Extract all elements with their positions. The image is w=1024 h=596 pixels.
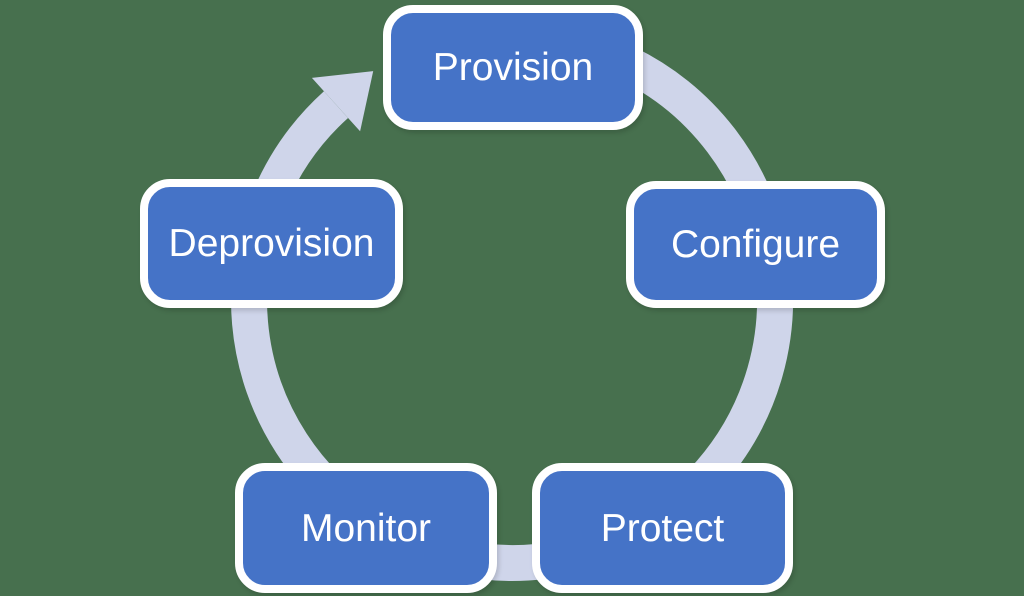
node-protect-label: Protect — [600, 506, 725, 550]
node-protect: Protect — [532, 463, 793, 593]
node-configure-label: Configure — [670, 223, 841, 266]
node-provision: Provision — [383, 5, 643, 130]
node-deprovision-label: Deprovision — [168, 222, 375, 265]
node-monitor: Monitor — [235, 463, 497, 593]
node-configure: Configure — [626, 181, 885, 308]
node-deprovision: Deprovision — [140, 179, 403, 308]
node-monitor-label: Monitor — [300, 506, 432, 550]
cycle-arrow-head-icon — [311, 71, 374, 132]
node-provision-label: Provision — [432, 46, 594, 89]
